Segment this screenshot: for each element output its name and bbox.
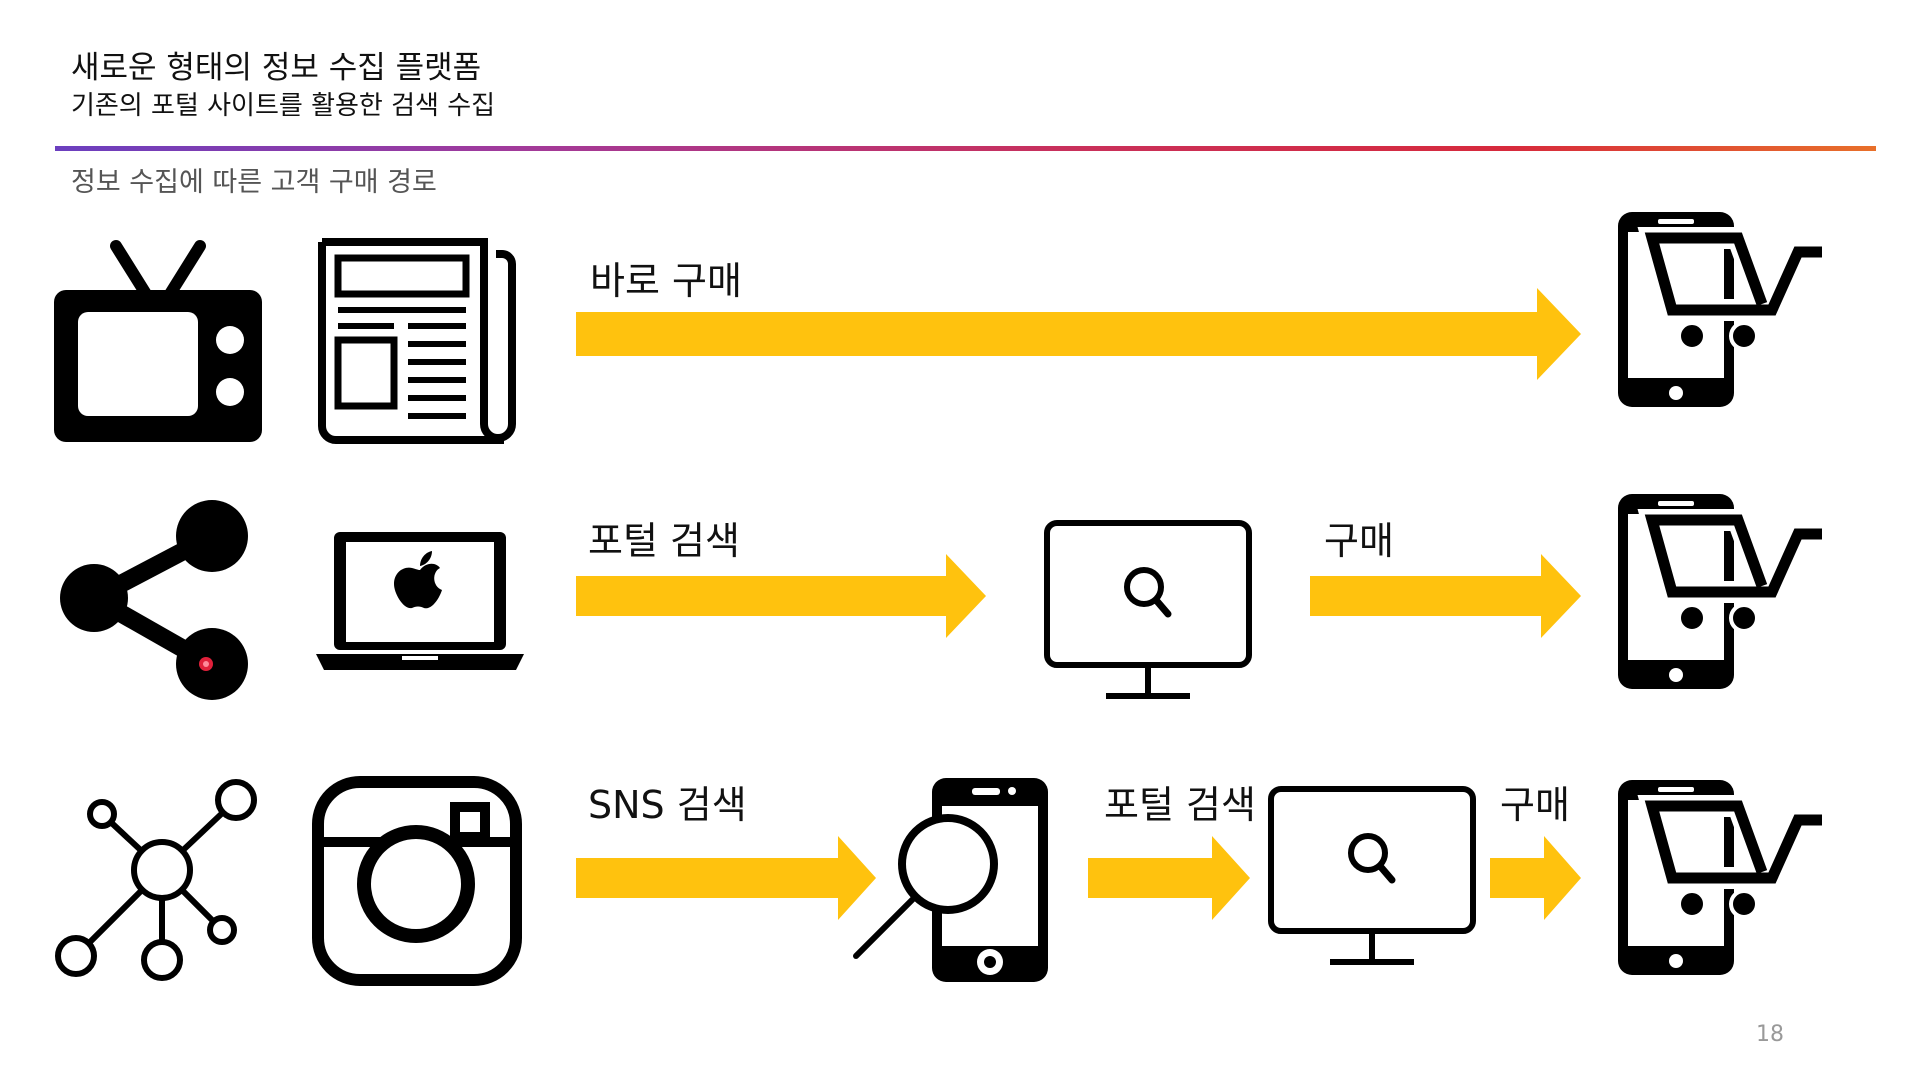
mobile-cart-icon — [1618, 780, 1822, 975]
arrow-sns — [576, 836, 876, 920]
label-sns-search: SNS 검색 — [588, 783, 747, 827]
arrow-short — [1310, 554, 1581, 638]
arrow-long — [576, 288, 1581, 380]
tv-icon — [54, 240, 262, 442]
share-icon — [60, 500, 248, 700]
slide-title: 새로운 형태의 정보 수집 플랫폼 — [71, 50, 482, 86]
page-number: 18 — [1756, 1022, 1784, 1047]
label-purchase: 구매 — [1324, 519, 1394, 563]
arrow-portal — [1088, 836, 1250, 920]
gradient-divider — [55, 146, 1876, 151]
monitor-search-icon — [1268, 786, 1476, 965]
label-portal-search: 포털 검색 — [588, 519, 740, 563]
laptop-icon — [316, 532, 524, 670]
camera-icon — [312, 776, 522, 986]
label-portal-search: 포털 검색 — [1104, 783, 1256, 827]
arrow-final — [1490, 836, 1581, 920]
arrow-medium — [576, 554, 986, 638]
mobile-cart-icon — [1618, 494, 1822, 689]
network-icon — [55, 779, 257, 981]
label-purchase: 구매 — [1500, 783, 1570, 827]
newspaper-icon — [318, 238, 516, 444]
mobile-search-icon — [853, 778, 1048, 982]
label-direct-purchase: 바로 구매 — [590, 259, 742, 303]
slide-subtitle-line: 기존의 포털 사이트를 활용한 검색 수집 — [71, 91, 496, 121]
monitor-search-icon — [1044, 520, 1252, 699]
section-caption: 정보 수집에 따른 고객 구매 경로 — [71, 167, 437, 198]
mobile-cart-icon — [1618, 212, 1822, 407]
